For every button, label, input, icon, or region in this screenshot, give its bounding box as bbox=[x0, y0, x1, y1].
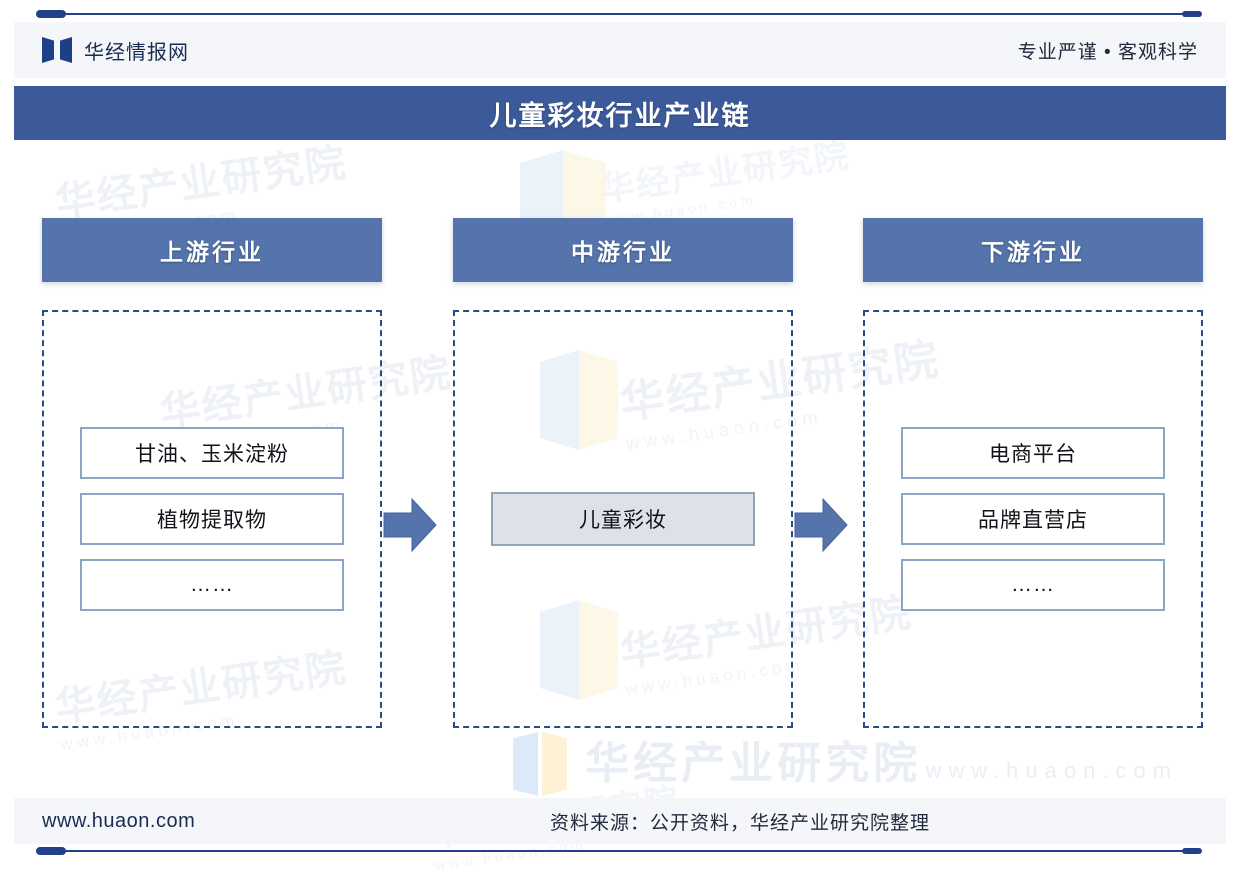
node-item[interactable]: 品牌直营店 bbox=[901, 493, 1165, 545]
node-label: 植物提取物 bbox=[157, 509, 267, 532]
node-label: 电商平台 bbox=[989, 443, 1077, 466]
footer-source: 资料来源：公开资料，华经产业研究院整理 bbox=[549, 812, 930, 834]
node-item[interactable]: 植物提取物 bbox=[80, 493, 344, 545]
node-label: …… bbox=[1011, 573, 1055, 596]
bottom-accent-rule bbox=[36, 847, 1202, 855]
node-item[interactable]: 儿童彩妆 bbox=[491, 492, 755, 546]
column-body-midstream: 儿童彩妆 bbox=[453, 310, 793, 728]
node-label: 甘油、玉米淀粉 bbox=[135, 443, 289, 466]
node-item[interactable]: …… bbox=[901, 559, 1165, 611]
node-item[interactable]: 甘油、玉米淀粉 bbox=[80, 427, 344, 479]
arrow-right-icon bbox=[793, 495, 849, 555]
node-label: 儿童彩妆 bbox=[579, 509, 667, 532]
column-header-upstream: 上游行业 bbox=[42, 218, 382, 282]
node-label: …… bbox=[190, 573, 234, 596]
arrow-right-icon bbox=[382, 495, 438, 555]
page-header: 华经情报网 专业严谨 • 客观科学 bbox=[14, 22, 1226, 78]
node-item[interactable]: …… bbox=[80, 559, 344, 611]
column-header-label: 中游行业 bbox=[571, 239, 675, 265]
column-upstream: 上游行业 甘油、玉米淀粉 植物提取物 …… bbox=[42, 218, 382, 728]
header-tagline: 专业严谨 • 客观科学 bbox=[1017, 41, 1198, 63]
page-footer: www.huaon.com 资料来源：公开资料，华经产业研究院整理 bbox=[14, 798, 1226, 844]
column-header-midstream: 中游行业 bbox=[453, 218, 793, 282]
column-header-downstream: 下游行业 bbox=[863, 218, 1203, 282]
open-book-icon bbox=[42, 37, 72, 63]
node-label: 品牌直营店 bbox=[978, 509, 1088, 532]
top-accent-rule bbox=[36, 10, 1202, 18]
brand: 华经情报网 bbox=[42, 36, 189, 65]
brand-name: 华经情报网 bbox=[84, 41, 189, 64]
column-header-label: 上游行业 bbox=[160, 239, 264, 265]
column-body-downstream: 电商平台 品牌直营店 …… bbox=[863, 310, 1203, 728]
node-item[interactable]: 电商平台 bbox=[901, 427, 1165, 479]
column-header-label: 下游行业 bbox=[981, 239, 1085, 265]
title-bar: 儿童彩妆行业产业链 bbox=[14, 86, 1226, 140]
column-downstream: 下游行业 电商平台 品牌直营店 …… bbox=[863, 218, 1203, 728]
footer-url[interactable]: www.huaon.com bbox=[42, 809, 196, 832]
page-title: 儿童彩妆行业产业链 bbox=[489, 100, 751, 131]
column-midstream: 中游行业 儿童彩妆 bbox=[453, 218, 793, 728]
column-body-upstream: 甘油、玉米淀粉 植物提取物 …… bbox=[42, 310, 382, 728]
